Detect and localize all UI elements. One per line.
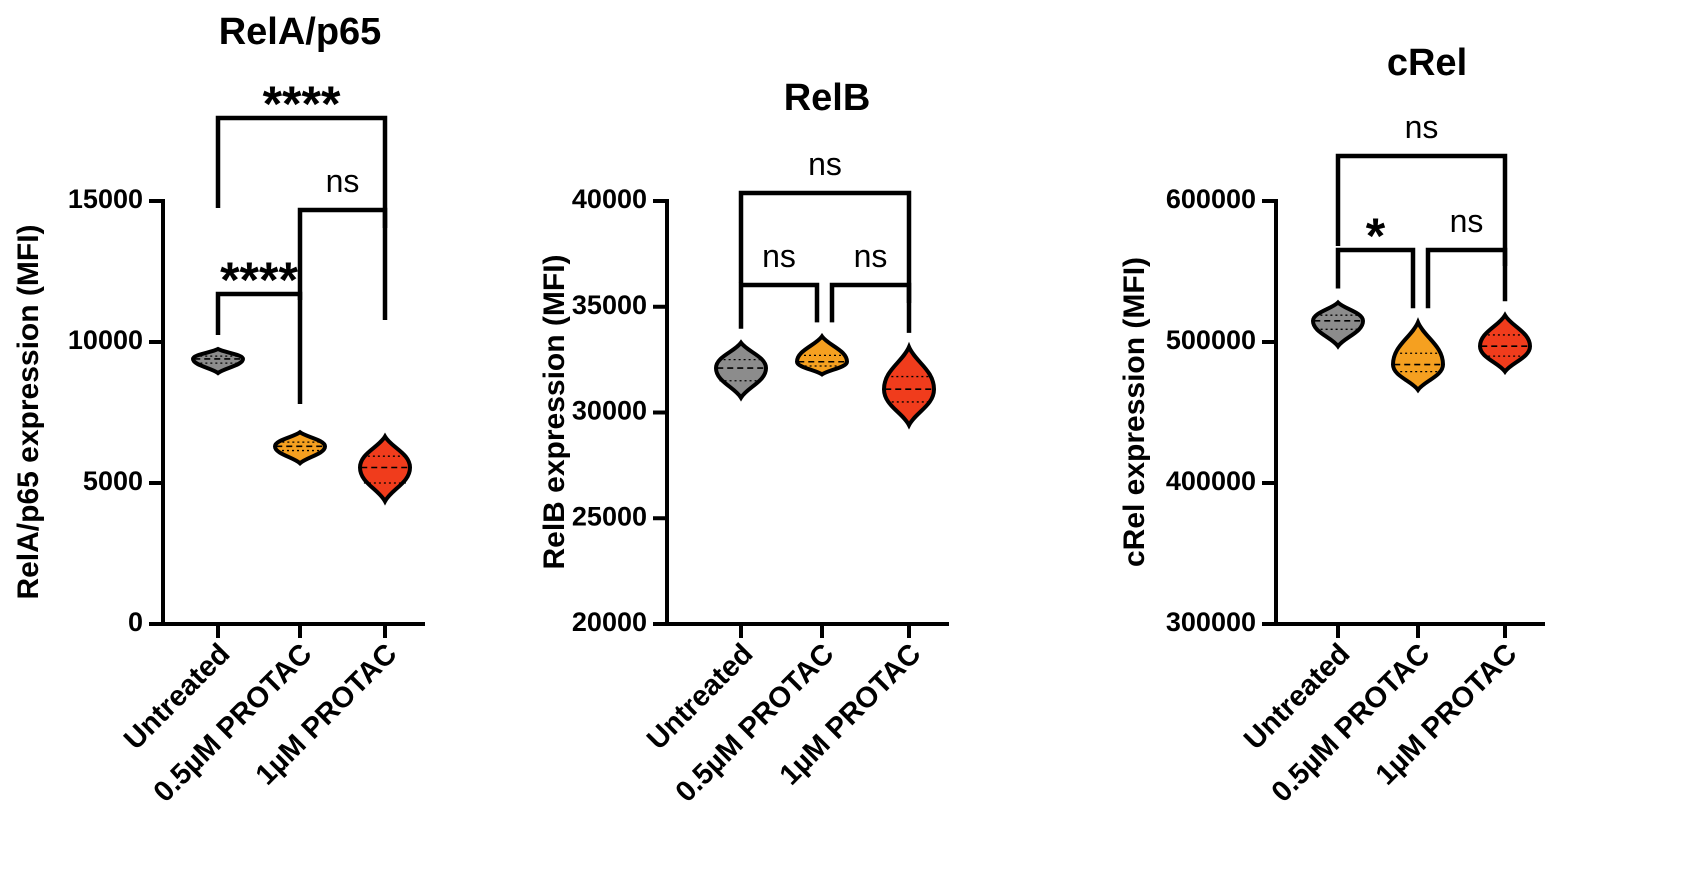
violin-2 (1390, 317, 1446, 394)
violin-2 (272, 429, 328, 467)
y-tick-label: 5000 (83, 466, 143, 496)
y-axis-label: RelA/p65 expression (MFI) (12, 224, 45, 599)
significance-bracket (297, 207, 388, 320)
y-tick-label: 30000 (572, 396, 647, 426)
y-tick-label: 15000 (68, 184, 143, 214)
y-tick-label: 500000 (1166, 325, 1256, 355)
y-axis-label: cRel expression (MFI) (1118, 257, 1151, 567)
chart-panel-3: cRel cRel expression (MFI) 300000 400000 500… (1118, 42, 1545, 809)
violin-3 (1477, 311, 1533, 376)
chart-panel-2: RelB RelB expression (MFI) 20000 25000 30000… (538, 77, 949, 809)
violin-1 (713, 339, 769, 402)
significance-label: ns (1405, 109, 1439, 145)
chart-title: RelB (784, 77, 871, 119)
y-tick-label: 10000 (68, 325, 143, 355)
y-tick-label: 300000 (1166, 607, 1256, 637)
significance-label: **** (263, 76, 341, 132)
y-tick-label: 35000 (572, 290, 647, 320)
significance-bracket (1425, 247, 1508, 309)
significance-bracket (215, 291, 303, 404)
y-tick-label: 0 (128, 607, 143, 637)
y-tick-label: 400000 (1166, 466, 1256, 496)
y-tick-label: 25000 (572, 501, 647, 531)
violin-3 (357, 432, 413, 506)
y-axis-label: RelB expression (MFI) (538, 254, 571, 569)
significance-label: ns (326, 163, 360, 199)
chart-title: cRel (1387, 42, 1467, 84)
y-tick-label: 20000 (572, 607, 647, 637)
chart-title: RelA/p65 (219, 11, 382, 53)
violin-3 (881, 341, 937, 430)
significance-bracket (738, 282, 820, 329)
significance-label: **** (220, 252, 298, 308)
significance-bracket (829, 282, 912, 333)
significance-bracket (738, 190, 912, 303)
violin-1 (1310, 299, 1366, 350)
violin-1 (190, 346, 246, 376)
significance-bracket (1335, 247, 1416, 309)
significance-bracket (1335, 153, 1508, 266)
significance-label: ns (808, 146, 842, 182)
significance-bracket (215, 115, 388, 228)
y-tick-label: 40000 (572, 184, 647, 214)
significance-label: ns (1450, 203, 1484, 239)
significance-label: * (1366, 208, 1386, 264)
significance-label: ns (854, 238, 888, 274)
significance-label: ns (762, 238, 796, 274)
y-tick-label: 600000 (1166, 184, 1256, 214)
violin-2 (794, 332, 850, 377)
